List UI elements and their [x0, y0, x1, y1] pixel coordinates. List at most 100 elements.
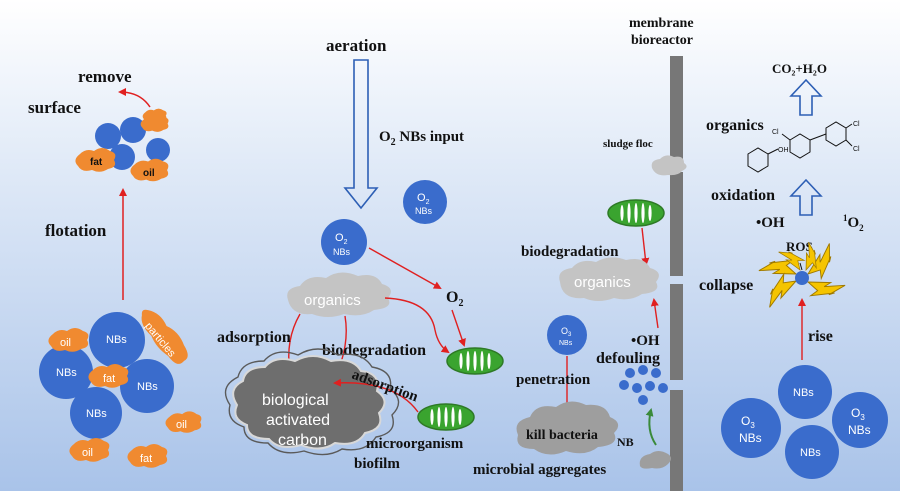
- microbial-aggregates-label: microbial aggregates: [473, 462, 606, 478]
- nb-return-arrow: [645, 408, 657, 446]
- o2-release-arrow: [368, 247, 442, 289]
- membrane-segment: [670, 56, 683, 166]
- small-aggregate: [639, 451, 671, 469]
- nbs-text: NBs: [800, 447, 821, 459]
- defouling-arrow: [650, 298, 659, 329]
- mbr-panel: membrane bioreactor sludge floc biodegra…: [473, 16, 694, 491]
- cl-label: Cl: [853, 146, 860, 153]
- nbs-text: NBs: [848, 423, 871, 437]
- flotation-panel: fat oil remove surface flotation particl…: [28, 67, 202, 468]
- surface-label: surface: [28, 98, 81, 117]
- o3-text: O3: [741, 414, 755, 430]
- bac-line-3: carbon: [278, 432, 327, 449]
- o3-text: O3: [561, 326, 572, 338]
- oh-radical-label: •OH: [631, 333, 660, 349]
- oil-label: oil: [60, 337, 71, 349]
- collapse-label: collapse: [699, 277, 753, 294]
- o2-nbs-input-label: O2 NBs input: [379, 129, 464, 148]
- oh-radical-label: •OH: [756, 215, 785, 231]
- mbr-title-2: bioreactor: [631, 33, 693, 48]
- activated-carbon: biological activated carbon: [224, 348, 400, 456]
- o3-nb-bubble: [832, 392, 888, 448]
- o2-to-microbe-arrow: [451, 309, 466, 347]
- organics-cloud: organics: [287, 272, 391, 317]
- bac-line-2: activated: [266, 412, 330, 429]
- ros-label: ROS: [786, 239, 813, 254]
- surface-cluster: fat oil: [75, 108, 170, 182]
- o3-nb-bubble: [721, 398, 781, 458]
- o2-label: O2: [446, 289, 463, 309]
- aeration-label: aeration: [326, 36, 387, 55]
- nb-bubble: [89, 312, 145, 368]
- microorganism-label: microorganism: [366, 436, 464, 452]
- microbial-aggregate: [516, 401, 619, 455]
- fat-label: fat: [140, 453, 152, 465]
- oil-label: oil: [82, 447, 93, 459]
- membrane-segment: [670, 390, 683, 491]
- nb-bubble: [778, 365, 832, 419]
- microorganism-icon: [417, 403, 475, 431]
- fat-label: fat: [103, 373, 115, 385]
- co2-h2o-label: CO₂+H₂O: [772, 61, 827, 76]
- biodegradation-arrow: [384, 297, 450, 354]
- rise-label: rise: [808, 328, 833, 345]
- organics-label: organics: [706, 117, 764, 134]
- microorganism-icon: [607, 199, 665, 227]
- bottom-cluster: particles oil fat oil oil fat NBs NBs NB…: [39, 309, 202, 468]
- nbs-text: NBs: [333, 247, 351, 257]
- nbs-text: NBs: [793, 387, 814, 399]
- organics-molecule: [747, 121, 853, 173]
- flotation-label: flotation: [45, 221, 107, 240]
- up-arrow-mid: [789, 178, 823, 216]
- mbr-title-1: membrane: [629, 16, 694, 31]
- o2-nb-bubble: [403, 180, 447, 224]
- defouling-label: defouling: [596, 350, 660, 367]
- biodegradation-label: biodegradation: [322, 342, 426, 359]
- nb-bubble: [70, 387, 122, 439]
- o2-text: O2: [417, 192, 430, 206]
- adsorption-arrow-3: [333, 378, 419, 413]
- nb-label: NB: [617, 435, 634, 449]
- aeration-arrow: [343, 59, 379, 210]
- oxidation-panel: CO₂+H₂O organics OH Cl Cl Cl oxidation •…: [699, 61, 888, 479]
- up-arrow-top: [789, 78, 823, 116]
- oh-group-label: OH: [778, 147, 789, 154]
- nb-bubble: [785, 425, 839, 479]
- mbr-organics-cloud: [559, 257, 659, 301]
- nbs-label: NBs: [86, 408, 107, 420]
- nbs-text: NBs: [559, 340, 573, 347]
- nb-dots: [619, 365, 668, 405]
- nbs-text: NBs: [739, 431, 762, 445]
- membrane-segment: [670, 172, 683, 276]
- singlet-o2-label: 1O2: [843, 213, 864, 233]
- penetration-label: penetration: [516, 372, 591, 388]
- nbs-label: NBs: [137, 381, 158, 393]
- membrane-segment: [670, 284, 683, 380]
- remove-label: remove: [78, 67, 132, 86]
- nbs-label: NBs: [106, 334, 127, 346]
- mbr-biodegradation-arrow: [641, 227, 650, 266]
- remove-arrow: [118, 88, 151, 108]
- o2-text: O2: [335, 232, 348, 246]
- cl-label: Cl: [853, 121, 860, 128]
- bac-line-1: biological: [262, 392, 329, 409]
- sludge-floc-label: sludge floc: [603, 138, 653, 150]
- oxidation-label: oxidation: [711, 187, 775, 204]
- microorganism-icon: [446, 347, 504, 375]
- fat-label-top: fat: [90, 157, 103, 168]
- mbr-organics-label: organics: [574, 274, 631, 291]
- o3-text: O3: [851, 406, 865, 422]
- oil-label: oil: [176, 419, 187, 431]
- collapsing-bubble: [795, 271, 809, 285]
- sludge-floc: [651, 155, 687, 176]
- organics-label: organics: [304, 292, 361, 309]
- cl-label: Cl: [772, 129, 779, 136]
- nb-bubble: [120, 359, 174, 413]
- nbs-label: NBs: [56, 367, 77, 379]
- nbs-text: NBs: [415, 206, 433, 216]
- nb-bubble: [39, 345, 93, 399]
- adsorption-label: adsorption: [217, 329, 291, 346]
- biofilm-label: biofilm: [354, 456, 400, 472]
